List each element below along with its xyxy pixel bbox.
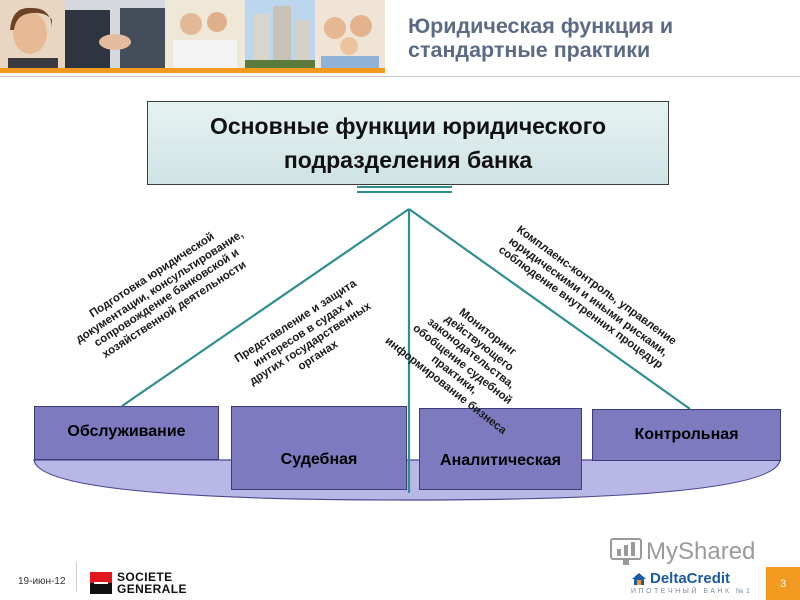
function-box-sudebnaya: Судебная: [231, 406, 407, 490]
societe-generale-wordmark: SOCIETE GENERALE: [117, 571, 187, 595]
function-box-kontrolnaya: Контрольная: [592, 409, 781, 461]
function-box-analiticheskaya: Аналитическая: [419, 408, 582, 490]
main-box-underline-top: [357, 186, 452, 188]
function-label-sudebnaya: Судебная: [280, 451, 358, 468]
photo-operator: [0, 0, 65, 68]
function-box-obsluzhivanie: Обслуживание: [34, 406, 219, 460]
function-label-obsluzhivanie: Обслуживание: [67, 423, 186, 440]
connector-to-obsluzhivanie: [121, 208, 410, 407]
header-photo-strip: [0, 0, 385, 68]
main-functions-box: Основные функции юридического подразделе…: [147, 101, 669, 185]
photo-buildings: [245, 0, 315, 68]
bank-logo-icon: [90, 572, 112, 594]
myshared-watermark: MyShared: [610, 538, 755, 566]
footer-date: 19-июн-12: [18, 576, 66, 587]
deltacredit-logo: DeltaCredit ИПОТЕЧНЫЙ БАНК №1: [631, 570, 752, 595]
deltacredit-tagline: ИПОТЕЧНЫЙ БАНК №1: [631, 588, 753, 595]
house-icon: [632, 572, 646, 585]
header-divider: [0, 76, 800, 77]
page-title-line1: Юридическая функция и: [408, 14, 674, 38]
main-box-line2: подразделения банка: [283, 147, 533, 173]
header-accent-bar: [0, 68, 385, 73]
societe-generale-logo: SOCIETE GENERALE: [90, 571, 187, 595]
connector-to-kontrolnaya: [408, 208, 691, 410]
function-label-kontrolnaya: Контрольная: [634, 426, 739, 443]
main-box-line1: Основные функции юридического: [209, 113, 607, 139]
page-title: Юридическая функция и стандартные практи…: [408, 14, 788, 62]
photo-handshake: [65, 0, 165, 68]
myshared-text: MyShared: [646, 538, 756, 565]
chart-icon: [610, 538, 642, 565]
photo-parents-child: [315, 0, 385, 68]
page-number: 3: [766, 567, 800, 600]
page-title-line2: стандартные практики: [408, 38, 651, 62]
footer-divider: [76, 562, 77, 592]
function-platform: [33, 459, 781, 501]
function-label-analiticheskaya: Аналитическая: [440, 452, 561, 469]
photo-family: [165, 0, 245, 68]
main-box-underline-bottom: [357, 191, 452, 193]
bank-name-line2: GENERALE: [117, 582, 187, 596]
bank-name-line1: SOCIETE: [117, 570, 173, 584]
deltacredit-name: DeltaCredit: [650, 570, 731, 587]
